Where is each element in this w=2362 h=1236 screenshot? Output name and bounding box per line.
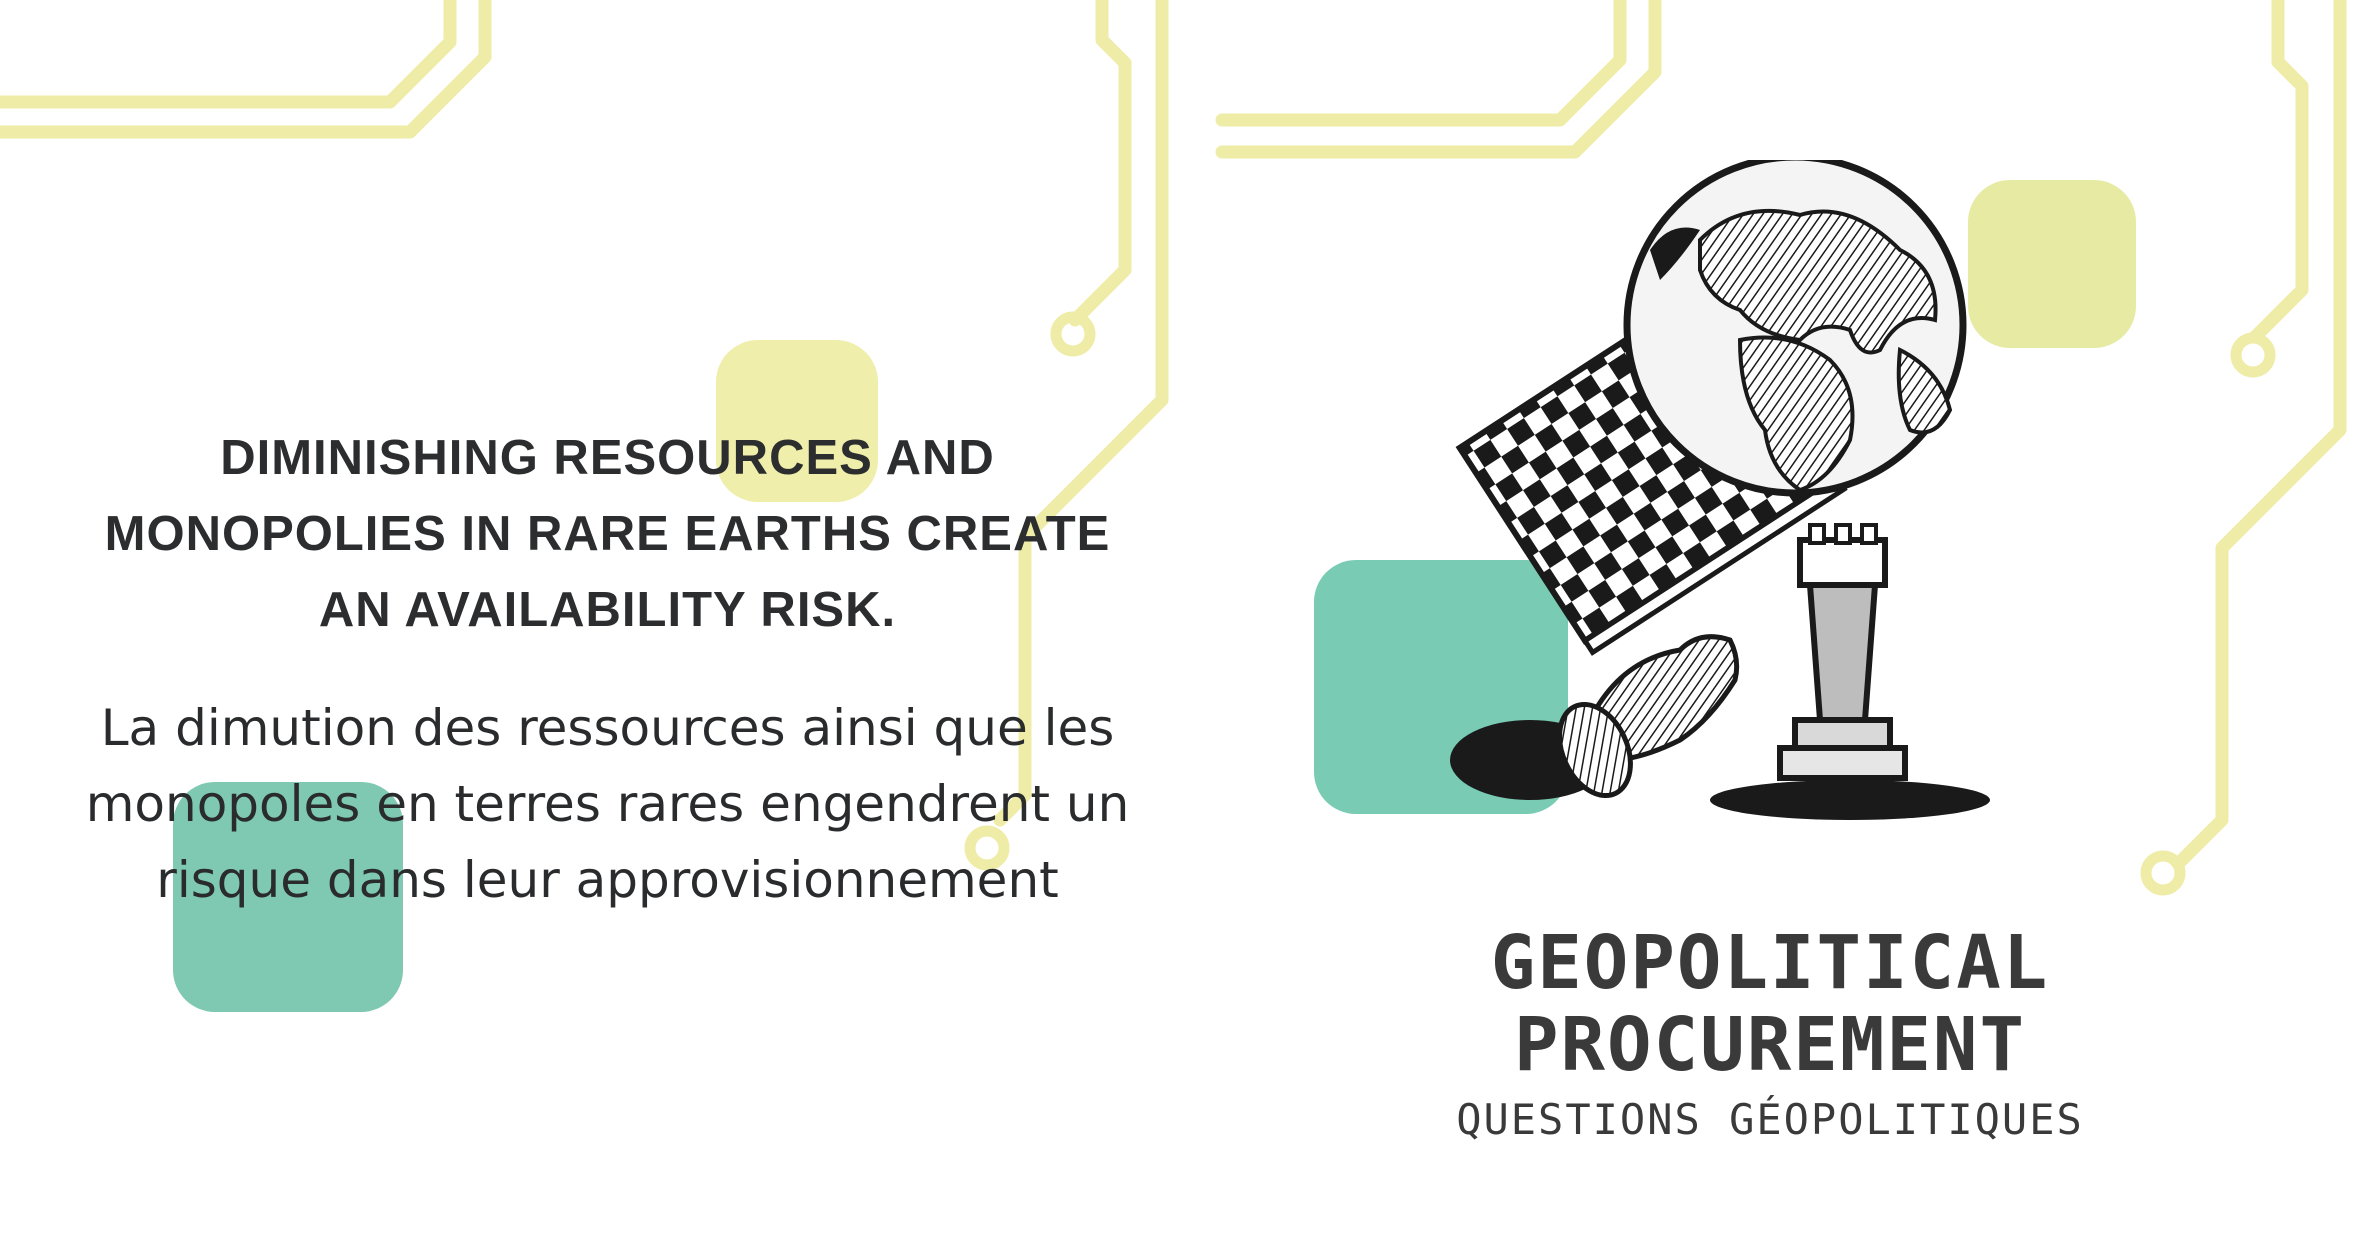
accent-square-yellow <box>716 340 878 502</box>
subtext-french: La dimution des ressources ainsi que les… <box>85 699 1130 909</box>
globe-icon <box>1623 160 1967 497</box>
chess-rook-icon <box>1710 523 1990 820</box>
topic-title: GEOPOLITICAL PROCUREMENT <box>1490 920 2050 1088</box>
fallen-chess-piece-icon <box>1450 634 1740 800</box>
accent-square-green <box>173 782 403 1012</box>
topic-title-block: GEOPOLITICAL PROCUREMENT QUESTIONS GÉOPO… <box>1400 922 2140 1148</box>
headline-english: DIMINISHING RESOURCES AND MONOPOLIES IN … <box>104 431 1111 637</box>
topic-subtitle: QUESTIONS GÉOPOLITIQUES <box>1456 1095 2084 1144</box>
globe-chessboard-illustration <box>1450 160 1990 820</box>
accent-square-yellow-right <box>1968 180 2136 348</box>
